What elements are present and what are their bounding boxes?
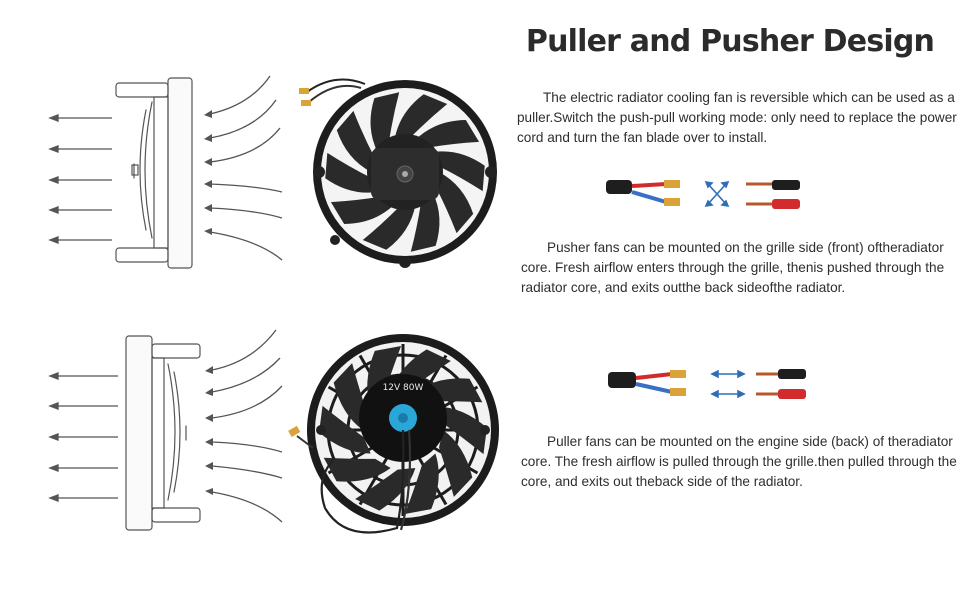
- fan-blade: [333, 363, 367, 430]
- page-title: Puller and Pusher Design: [525, 24, 935, 59]
- fan-blade: [323, 457, 391, 482]
- fan-blade: [336, 110, 375, 172]
- puller-airflow-diagram: [48, 329, 283, 531]
- pusher-description: Pusher fans can be mounted on the grille…: [521, 240, 945, 295]
- pusher-fan-image: [299, 78, 497, 268]
- left-plug-wires: [606, 180, 680, 206]
- crossed-double-arrows-icon: [704, 180, 730, 208]
- intro-paragraph: The electric radiator cooling fan is rev…: [517, 90, 957, 145]
- fan-blade: [410, 191, 440, 252]
- fan-blade: [355, 468, 416, 511]
- fan-blade: [439, 430, 473, 497]
- double-headed-arrows-icon: [710, 369, 746, 399]
- right-plug-wires: [746, 180, 800, 209]
- swap-wires-illustration: [606, 180, 800, 209]
- fan-blade: [394, 94, 448, 140]
- outgoing-airflow-arrows: [48, 114, 112, 244]
- connect-wires-illustration: [608, 369, 806, 399]
- incoming-airflow-arrows: [209, 75, 283, 261]
- right-plug-wires-2: [756, 369, 806, 399]
- fan-blade: [370, 92, 400, 153]
- fan-blade: [415, 120, 480, 148]
- radiator-core: [167, 77, 193, 269]
- fan-blade: [435, 406, 487, 455]
- fan-blade: [432, 151, 485, 192]
- left-plug-wires-2: [608, 370, 686, 396]
- fan-blade: [435, 172, 474, 234]
- puller-fan-image: 12V 80W: [288, 334, 499, 534]
- fan-blade: [325, 152, 378, 193]
- fan-blade: [330, 196, 395, 224]
- motor-label: 12V 80W: [383, 383, 424, 393]
- radiator-core-bottom: [125, 335, 153, 531]
- fan-blade: [319, 405, 371, 454]
- fan-blade: [404, 453, 439, 514]
- pusher-airflow-diagram: [48, 75, 283, 269]
- fan-blade: [362, 204, 416, 250]
- puller-description: Puller fans can be mounted on the engine…: [521, 434, 957, 489]
